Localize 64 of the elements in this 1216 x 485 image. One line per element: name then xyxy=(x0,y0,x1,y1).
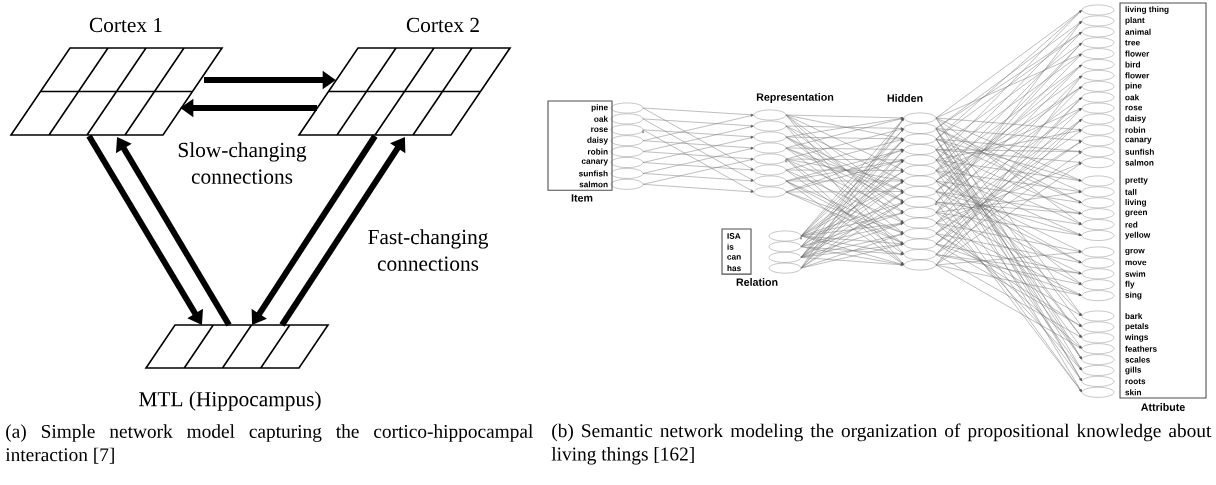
node-label: grow xyxy=(1125,248,1145,256)
connection-label: Fast-changing connections xyxy=(368,229,489,271)
layer-title: Attribute xyxy=(1141,403,1185,411)
node-label: gills xyxy=(1125,366,1142,375)
layer-title: Representation xyxy=(756,93,834,103)
arrow xyxy=(251,134,378,325)
connection-label: Slow-changing connections xyxy=(178,142,307,184)
node-label: pretty xyxy=(1125,177,1148,185)
layer-title: Relation xyxy=(736,278,778,286)
node-label: sing xyxy=(1125,291,1142,300)
node-label: flower xyxy=(1125,72,1150,79)
node-label: living xyxy=(1125,198,1146,207)
node-label: tall xyxy=(1125,188,1137,195)
node-label: bark xyxy=(1125,312,1143,320)
node-label: move xyxy=(1125,260,1147,266)
node-label: sunfish xyxy=(1125,148,1154,155)
node-label: red xyxy=(1125,221,1138,228)
layer-title: MTL (Hippocampus) xyxy=(139,391,321,411)
subfigure-caption: (b) Semantic network modeling the organization of propositional knowledge about living things [162] xyxy=(551,423,1212,465)
node-label: wings xyxy=(1124,333,1149,342)
arrow xyxy=(86,134,203,325)
connection-arrows xyxy=(934,10,1082,392)
node-label: oak xyxy=(1125,94,1140,101)
node-label: canary xyxy=(581,159,609,166)
node-label: skin xyxy=(1125,389,1141,396)
node-label: scales xyxy=(1125,356,1150,363)
connection-arrows xyxy=(799,118,904,269)
node-label: daisy xyxy=(587,136,609,145)
node-label: animal xyxy=(1125,28,1151,35)
node-label: daisy xyxy=(1125,115,1147,123)
node-label: pine xyxy=(1125,82,1142,91)
node-label: green xyxy=(1125,210,1147,217)
node-label: flower xyxy=(1125,50,1150,57)
node-label: sunfish xyxy=(578,170,608,177)
arrow xyxy=(279,137,406,327)
connection-arrows xyxy=(641,107,754,193)
node-label: roots xyxy=(1125,378,1146,385)
node-label: canary xyxy=(1125,137,1152,144)
node-label: bird xyxy=(1125,61,1141,68)
node-label: feathers xyxy=(1125,345,1157,352)
layer-title: Cortex 1 xyxy=(89,17,162,33)
connection-arrows xyxy=(784,114,904,265)
node-label: yellow xyxy=(1125,231,1151,240)
layer-title: Hidden xyxy=(887,94,923,102)
node-label: fly xyxy=(1125,280,1135,289)
word-list: ISA is can has xyxy=(721,228,752,275)
node-label: robin xyxy=(587,148,608,155)
node-label: salmon xyxy=(1125,159,1154,166)
node-label: plant xyxy=(1125,17,1145,25)
node-label: robin xyxy=(1125,126,1146,133)
node-label: tree xyxy=(1125,39,1140,46)
node-label: petals xyxy=(1125,323,1149,331)
node-label: oak xyxy=(594,115,609,122)
word-list: living thing plant animal tree flower bird flower pine oak rose daisy robin canary sunfish salmon pretty tall living green red yellow grow move swim fly sing bark petals wings feathers scales gills roots skin xyxy=(1119,2,1207,399)
node-label: pine xyxy=(591,104,608,112)
node-label: rose xyxy=(1125,105,1143,111)
word-list: pine oak rose daisy robin canary sunfish salmon xyxy=(547,100,613,191)
layer-title: Item xyxy=(571,194,593,202)
node-label: salmon xyxy=(579,181,608,188)
arrow xyxy=(115,137,232,327)
node-label: rose xyxy=(591,127,608,133)
layer-title: Cortex 2 xyxy=(406,17,479,33)
node-label: swim xyxy=(1125,270,1146,277)
node-label: living thing xyxy=(1125,6,1169,14)
